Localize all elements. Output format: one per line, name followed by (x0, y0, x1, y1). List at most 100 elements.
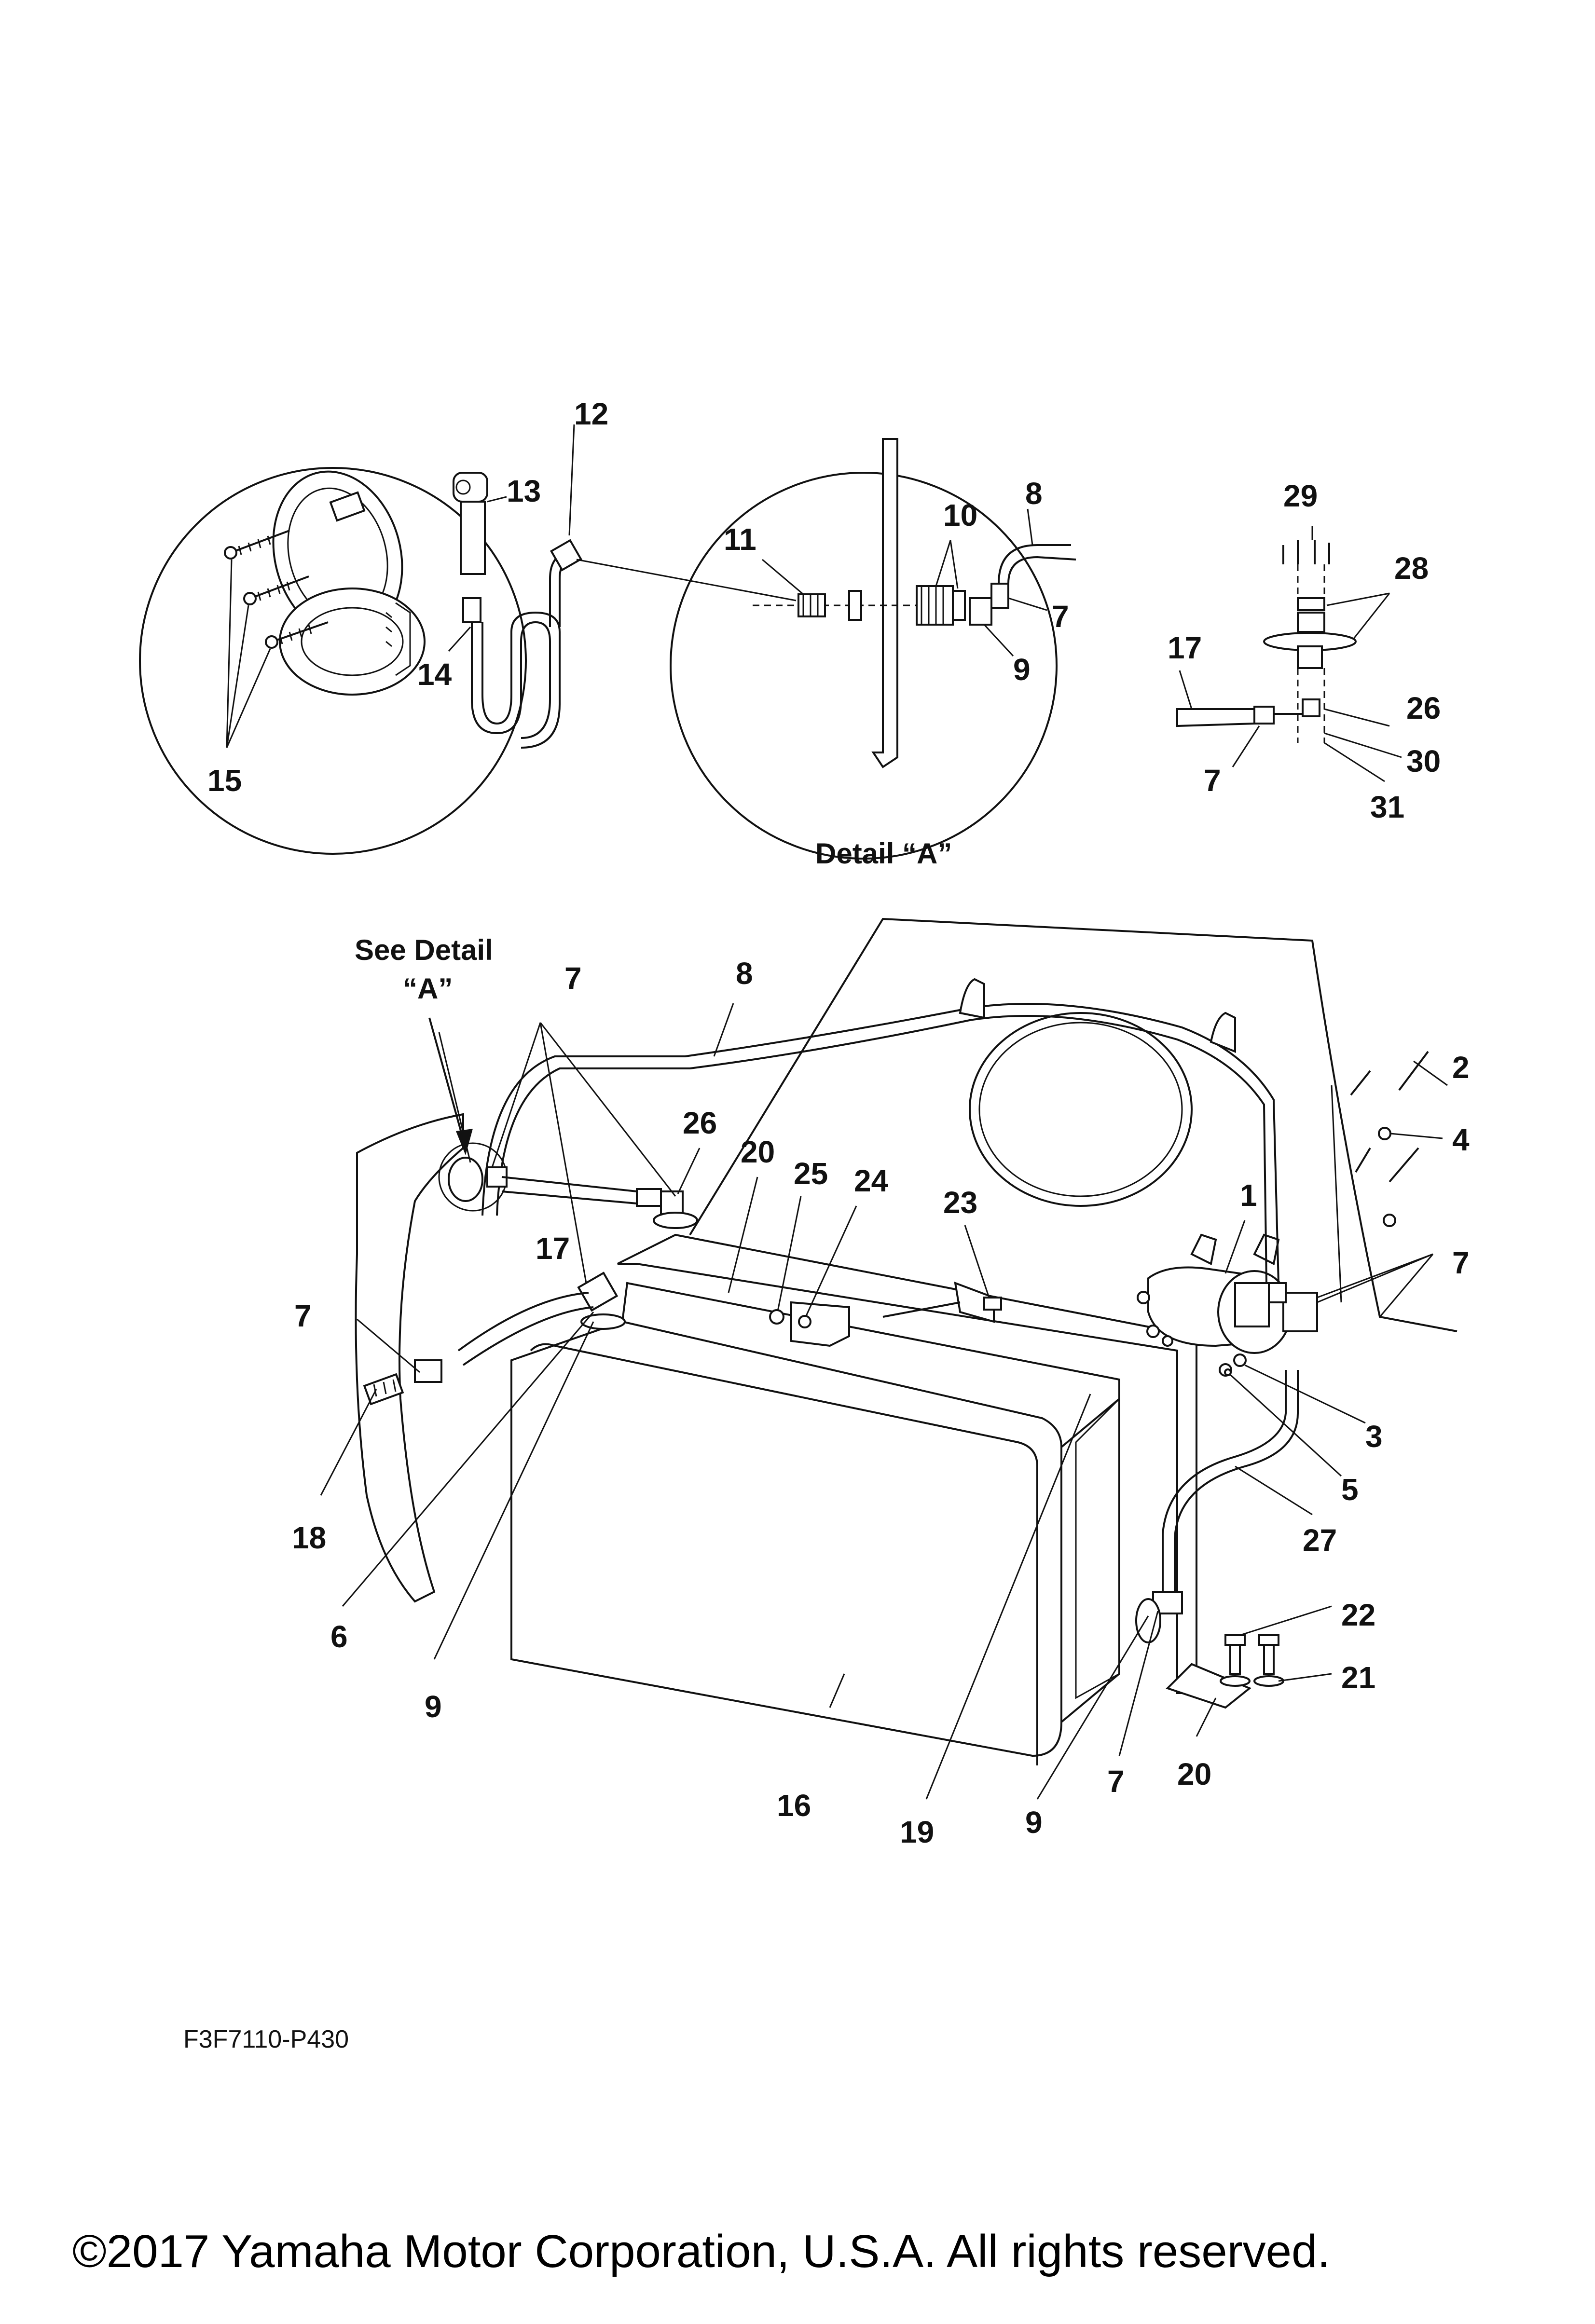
hose-clamp-part (969, 597, 992, 626)
callout-30: 30 (1406, 744, 1441, 779)
through-hull-fitting-part (916, 585, 966, 626)
hose-clamp-part (959, 978, 985, 1019)
hull-panel-right (689, 917, 1458, 1332)
bolt-part (1220, 1634, 1251, 1687)
fill-cap-part (272, 470, 426, 696)
see-detail-label-a: “A” (403, 972, 453, 1005)
tank-fitting-part (636, 1188, 698, 1229)
washer-part (848, 590, 862, 621)
callout-8: 8 (1025, 476, 1043, 511)
tank-bracket-part (617, 1233, 1197, 1694)
callout-10: 10 (943, 498, 977, 533)
callout-27: 27 (1303, 1523, 1337, 1558)
drain-hose-part (457, 1292, 589, 1352)
callout-13: 13 (507, 474, 541, 508)
see-detail-label: See Detail (355, 934, 493, 966)
callout-8: 8 (736, 956, 753, 991)
callout-19: 19 (900, 1815, 934, 1849)
breather-hose-part (462, 539, 582, 749)
callout-labels: 12 13 14 15 11 10 8 7 9 Detail “A” 29 28… (72, 396, 1470, 2277)
callout-12: 12 (574, 396, 608, 431)
callout-7: 7 (1204, 763, 1221, 798)
drawing-code: F3F7110-P430 (183, 2025, 349, 2053)
callout-26: 26 (1406, 691, 1441, 725)
connector-line (576, 559, 797, 602)
callout-4: 4 (1452, 1122, 1470, 1157)
callout-7: 7 (1452, 1245, 1470, 1280)
callout-16: 16 (777, 1788, 811, 1823)
inset-circle-left (139, 467, 527, 855)
leader-lines (320, 424, 1448, 1800)
callout-2: 2 (1452, 1050, 1470, 1085)
callout-11: 11 (724, 522, 756, 557)
callout-9: 9 (1013, 652, 1031, 687)
callout-26: 26 (683, 1106, 717, 1140)
water-tank-part (510, 1282, 1120, 1765)
callout-5: 5 (1341, 1472, 1359, 1507)
callout-29: 29 (1283, 478, 1318, 513)
hose-fitting-part (798, 593, 826, 617)
hose-clamp-part (1210, 1012, 1236, 1053)
callout-6: 6 (330, 1619, 348, 1654)
water-pump-part (1147, 1233, 1318, 1354)
callout-24: 24 (854, 1163, 889, 1198)
callout-20: 20 (1177, 1757, 1211, 1791)
washer-part (1383, 1214, 1396, 1227)
bracket-plate-part (790, 1301, 850, 1347)
callout-17: 17 (1168, 630, 1202, 665)
bolt-part (983, 1297, 1002, 1311)
nut-part (769, 1309, 784, 1325)
copyright-notice: ©2017 Yamaha Motor Corporation, U.S.A. A… (72, 2226, 1330, 2277)
callout-22: 22 (1341, 1598, 1375, 1632)
callout-7: 7 (564, 961, 582, 996)
fill-cap-inset (139, 467, 582, 855)
gasket-part (1297, 597, 1325, 611)
callout-9: 9 (425, 1689, 442, 1724)
main-assembly (355, 917, 1458, 1765)
pump-elbow-part (1282, 1292, 1318, 1332)
callout-20: 20 (741, 1135, 775, 1169)
mount-screw-icon (1350, 1051, 1429, 1227)
washer-part (1378, 1127, 1391, 1140)
callout-14: 14 (417, 657, 452, 692)
callout-7: 7 (1052, 599, 1069, 634)
screw-icon (265, 621, 329, 649)
outlet-hose-part (1162, 1370, 1287, 1592)
elbow-fitting-part (1268, 1282, 1287, 1303)
callout-3: 3 (1365, 1419, 1383, 1454)
callout-21: 21 (1341, 1660, 1375, 1695)
bulkhead-panel (871, 438, 898, 768)
callout-1: 1 (1240, 1178, 1257, 1213)
drain-plug-part (363, 1373, 404, 1406)
bolt-part (1253, 1634, 1284, 1687)
callout-25: 25 (794, 1156, 828, 1191)
inset-circle-right (670, 472, 1058, 860)
fitting-exploded-view (1176, 526, 1402, 782)
detail-a-inset (670, 438, 1076, 860)
detail-a-caption: Detail “A” (815, 837, 952, 870)
vent-fitting-part (453, 472, 488, 575)
callout-17: 17 (536, 1231, 570, 1266)
callout-9: 9 (1025, 1805, 1043, 1840)
hose-part (1176, 708, 1255, 727)
callout-7: 7 (294, 1299, 312, 1333)
callout-23: 23 (943, 1185, 977, 1220)
fill-hose-part (998, 544, 1071, 584)
see-detail-arrow (428, 1017, 473, 1155)
elbow-fitting-part (990, 583, 1009, 609)
callout-18: 18 (292, 1520, 326, 1555)
callout-7: 7 (1107, 1764, 1125, 1799)
screw-icon (243, 575, 309, 605)
callout-15: 15 (207, 763, 242, 798)
tee-fitting-part (1302, 698, 1320, 717)
elbow-fitting-part (1253, 706, 1275, 725)
lower-fitting-part (1135, 1591, 1183, 1643)
hatch-opening (969, 1012, 1193, 1207)
washer-part (798, 1315, 811, 1328)
hull-panel-left (355, 1113, 464, 1603)
fill-hose-part (481, 1003, 1279, 1284)
screw-icon (224, 530, 290, 560)
callout-28: 28 (1394, 551, 1429, 586)
callout-31: 31 (1370, 790, 1404, 824)
